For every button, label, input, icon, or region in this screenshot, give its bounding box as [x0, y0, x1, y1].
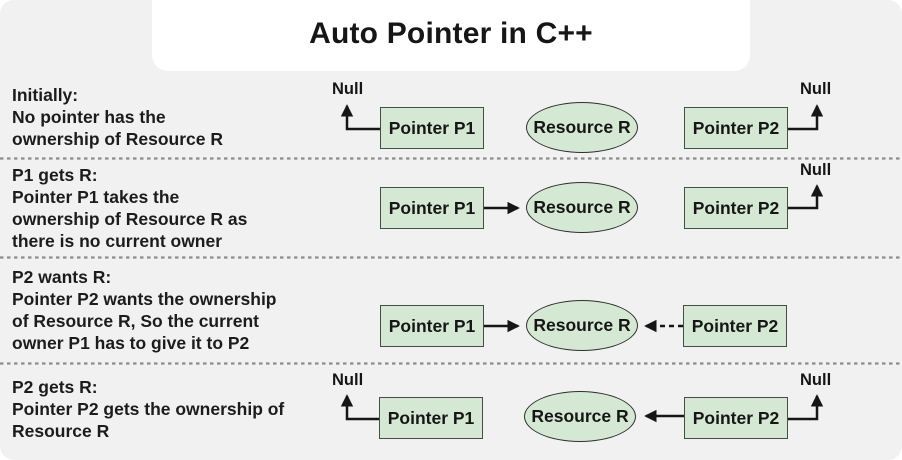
row1-description: Initially: No pointer has the ownership …: [12, 84, 223, 150]
row4-description: P2 gets R: Pointer P2 gets the ownership…: [12, 376, 284, 442]
row4-heading: P2 gets R:: [12, 377, 98, 397]
row2-pointer-p1-node: Pointer P1: [380, 187, 484, 229]
row1-pointer-p2-node: Pointer P2: [684, 107, 788, 149]
page-title: Auto Pointer in C++: [309, 16, 593, 50]
row2-heading: P1 gets R:: [12, 165, 98, 185]
row3-resource-node: Resource R: [526, 300, 638, 351]
row3-line: owner P1 has to give it to P2: [12, 333, 250, 353]
row4-pointer-p2-node: Pointer P2: [684, 397, 788, 439]
row2-resource-node: Resource R: [526, 182, 638, 233]
arrow-row4-p2-to-null: [788, 394, 824, 421]
row3-heading: P2 wants R:: [12, 267, 112, 287]
row2-null-right-label: Null: [800, 161, 832, 179]
row1-line: ownership of Resource R: [12, 129, 224, 149]
row2-line: there is no current owner: [12, 231, 223, 251]
row1-heading: Initially:: [12, 85, 79, 105]
title-card: Auto Pointer in C++: [152, 0, 750, 71]
row3-description: P2 wants R: Pointer P2 wants the ownersh…: [12, 266, 277, 354]
arrow-row4-p1-to-null: [340, 394, 379, 421]
row1-null-left-label: Null: [332, 80, 364, 98]
row4-resource-node: Resource R: [524, 391, 636, 442]
row2-line: Pointer P1 takes the: [12, 187, 180, 207]
row3-pointer-p1-node: Pointer P1: [380, 305, 484, 347]
arrow-row2-p2-to-null: [788, 184, 824, 210]
row1-resource-node: Resource R: [526, 102, 638, 153]
row1-null-right-label: Null: [800, 80, 832, 98]
row4-line: Pointer P2 gets the ownership of: [12, 399, 285, 419]
row1-pointer-p1-node: Pointer P1: [380, 107, 484, 149]
row2-description: P1 gets R: Pointer P1 takes the ownershi…: [12, 164, 247, 252]
row2-line: ownership of Resource R as: [12, 209, 248, 229]
row4-null-right-label: Null: [800, 371, 832, 389]
row3-line: Pointer P2 wants the ownership: [12, 289, 277, 309]
arrow-row1-p2-to-null: [788, 104, 824, 131]
row4-line: Resource R: [12, 421, 110, 441]
row2-pointer-p2-node: Pointer P2: [684, 187, 788, 229]
row4-pointer-p1-node: Pointer P1: [379, 397, 483, 439]
row4-null-left-label: Null: [332, 371, 364, 389]
row1-line: No pointer has the: [12, 107, 166, 127]
row3-line: of Resource R, So the current: [12, 311, 259, 331]
arrow-row1-p1-to-null: [340, 104, 380, 131]
row3-pointer-p2-node: Pointer P2: [683, 305, 787, 347]
